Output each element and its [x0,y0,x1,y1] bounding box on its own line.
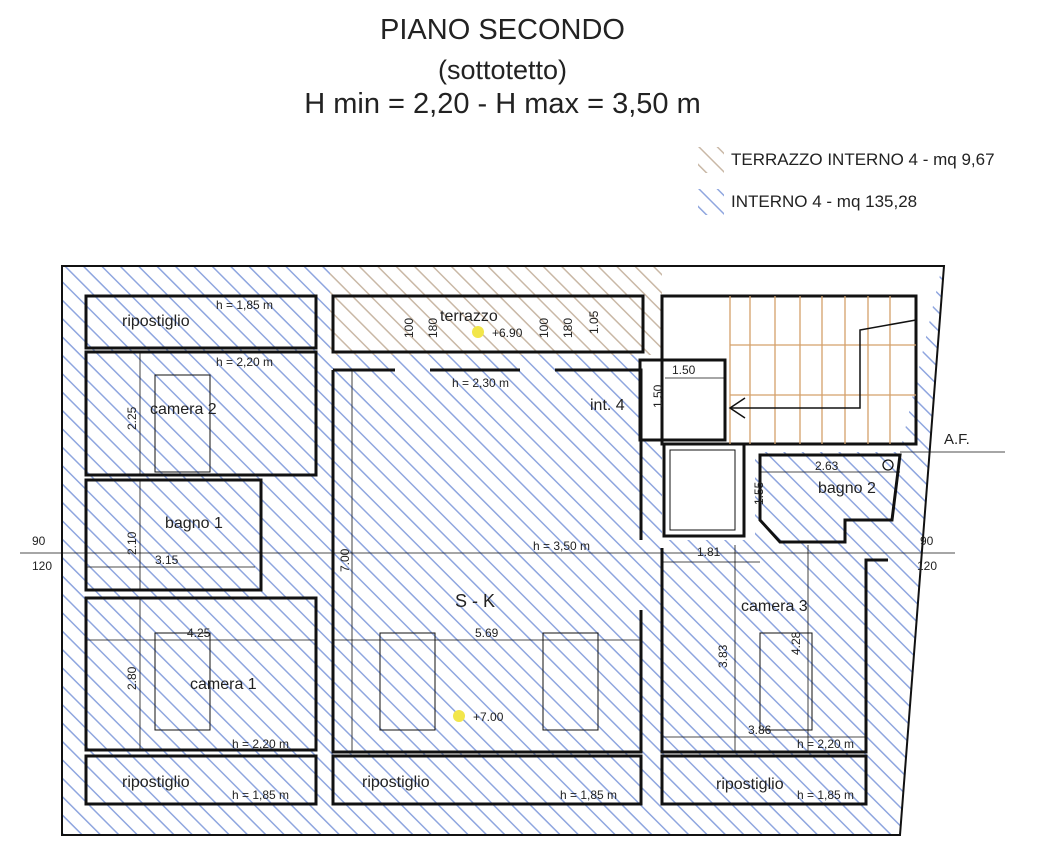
height-label: h = 1,85 m [216,298,273,312]
dimension-label: 4.25 [187,626,211,640]
height-label: h = 2,20 m [232,737,289,751]
level-markers [453,326,894,722]
dimension-label: 1.05 [587,310,601,334]
dimension-label: 2.63 [815,459,839,473]
room-camera-3: camera 3 [741,598,808,615]
dimension-label: 1.50 [672,363,696,377]
height-label: h = 3,50 m [533,539,590,553]
height-label: h = 1,85 m [560,788,617,802]
height-range: H min = 2,20 - H max = 3,50 m [304,88,701,120]
dimension-label: 5.69 [475,626,499,640]
building-outline [61,265,946,836]
terrace-area [330,266,662,355]
legend-item-interior: INTERNO 4 - mq 135,28 [698,188,917,216]
level-label-terrace: +6.90 [492,326,523,340]
room-ripostiglio-top: ripostiglio [122,313,190,330]
room-camera-2: camera 2 [150,401,217,418]
room-walls [84,294,918,806]
dimension-label: 1.50 [651,384,665,408]
dimension-label: 3.83 [716,644,730,668]
staircase [728,296,917,444]
dimension-label: 2.25 [125,406,139,430]
dimension-label: 2.80 [125,666,139,690]
room-bagno-2: bagno 2 [818,480,876,497]
dimension-label: 100 [537,318,551,338]
room-terrazzo: terrazzo [440,308,498,325]
room-s-k: S - K [455,591,495,611]
room-ripostiglio-bottom-left: ripostiglio [122,774,190,791]
legend-item-terrace: TERRAZZO INTERNO 4 - mq 9,67 [698,146,995,174]
dimension-label: 180 [561,318,575,338]
dimension-label: 4.28 [789,631,803,655]
height-label: h = 2,30 m [452,376,509,390]
room-bagno-1: bagno 1 [165,515,223,532]
interior-hatch-swatch [698,189,724,215]
dimension-label: 3.86 [748,723,772,737]
dimension-label: 7.00 [338,548,352,572]
dimension-label: 100 [402,318,416,338]
plan-subtitle: (sottotetto) [437,55,568,85]
room-int-4: int. 4 [590,397,625,414]
af-label: A.F. [944,431,970,448]
plan-title: PIANO SECONDO [380,14,625,46]
room-ripostiglio-bottom-right: ripostiglio [716,776,784,793]
height-label: h = 2,20 m [216,355,273,369]
beds [154,374,813,731]
dimension-label: 3.15 [155,553,179,567]
terrace-hatch-swatch [698,147,724,173]
room-camera-1: camera 1 [190,676,257,693]
dimension-label: 180 [426,318,440,338]
dimension-label: 1.81 [697,545,721,559]
height-label: h = 1,85 m [797,788,854,802]
dimension-label: 1.55 [752,481,766,505]
legend-label-terrace: TERRAZZO INTERNO 4 - mq 9,67 [731,150,995,169]
dimension-lines [20,352,1005,752]
level-label-living: +7.00 [473,710,504,724]
dimension-label: 2.10 [125,531,139,555]
section-mark: 120 [917,559,937,573]
room-ripostiglio-bottom-middle: ripostiglio [362,774,430,791]
legend-label-interior: INTERNO 4 - mq 135,28 [731,192,918,211]
section-mark: 120 [32,559,52,573]
interior-area [62,266,900,835]
height-label: h = 1,85 m [232,788,289,802]
section-mark: 90 [32,534,46,548]
height-label: h = 2,20 m [797,737,854,751]
section-mark: 90 [920,534,934,548]
